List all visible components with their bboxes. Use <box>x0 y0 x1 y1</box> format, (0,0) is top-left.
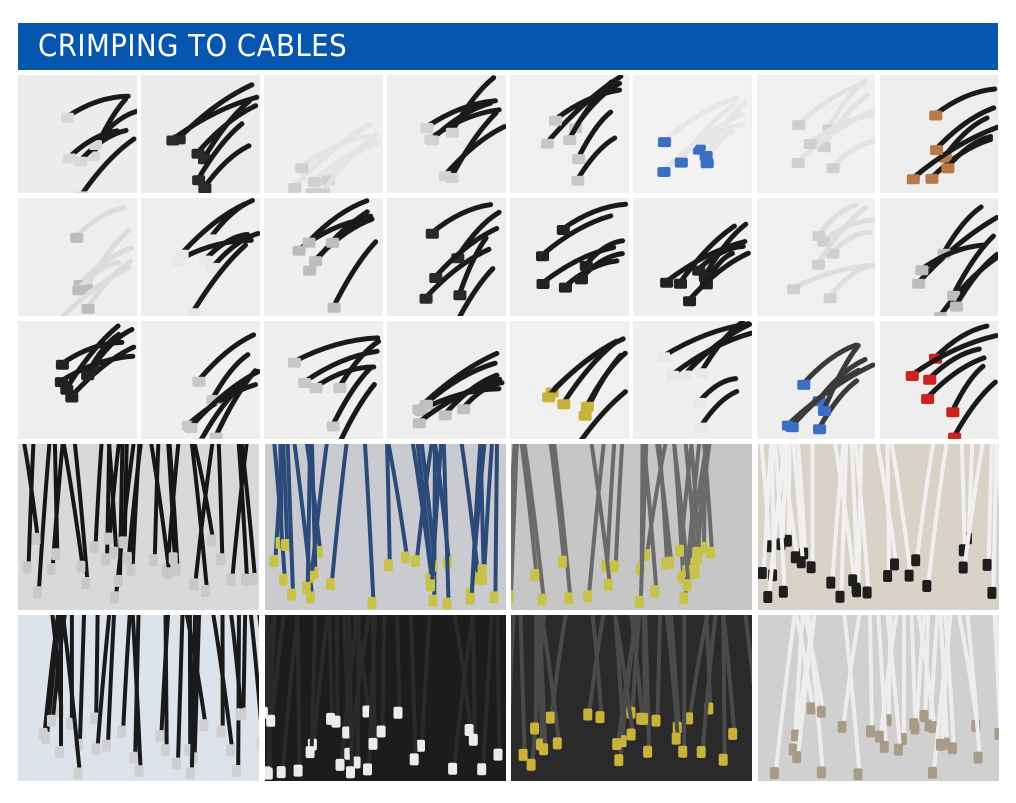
product-photo: white plug inserts with white cables <box>264 75 383 193</box>
product-photo: 2-pin plug inserts with black cables <box>510 75 629 193</box>
product-photo: black IEC sockets with black cables <box>141 75 260 193</box>
product-photo: black euro plugs with cords <box>633 198 752 316</box>
product-photo: black socket housings with cables <box>18 321 137 439</box>
product-photo: colored wires with red ferrules <box>879 321 999 439</box>
product-photo: plug inserts with black cables <box>387 75 506 193</box>
product-photo: 2-pin plug inserts with black cables <box>264 321 383 439</box>
product-photo: white inserts with black cables <box>633 321 752 439</box>
product-photo: pile of black plug inserts <box>18 444 259 610</box>
title-banner: CRIMPING TO CABLES <box>18 23 998 70</box>
product-photo: bundle of black cables with metal termin… <box>18 615 259 781</box>
product-photo: white plug inserts with white cables <box>756 198 876 316</box>
small-photo-grid: euro plug inserts with black cablesblack… <box>18 75 999 439</box>
product-photo: black cables with crimped copper termina… <box>879 75 999 193</box>
product-photo: coiled black cords with DC plugs <box>387 198 506 316</box>
product-photo: pin terminals with black cables <box>387 321 506 439</box>
product-photo: white plug inserts with white cables <box>756 75 876 193</box>
product-photo: black schuko plugs <box>510 198 629 316</box>
product-photo: euro plug inserts with black cables <box>18 75 137 193</box>
large-photo-grid: pile of black plug insertsbundle of colo… <box>18 444 1000 781</box>
product-photo: gray cables with stripped colored wires <box>756 321 876 439</box>
product-photo: white cables with metal plug inserts <box>758 615 1000 781</box>
product-photo: white inserts with black cables <box>141 198 260 316</box>
product-photo: stripped white cables with blue wires <box>633 75 752 193</box>
product-photo: white plug inserts on black cables <box>264 615 506 781</box>
product-photo: crimped terminals with black cables <box>879 198 999 316</box>
product-photo: stripped black cables with colored wires <box>510 321 629 439</box>
product-photo: dense bundle of colored wires <box>511 615 753 781</box>
product-photo: plug pins with white cables <box>18 198 137 316</box>
product-photo: bundle of colored wires with terminals <box>264 444 506 610</box>
product-photo: crimped terminals with black cables <box>264 198 383 316</box>
page-title: CRIMPING TO CABLES <box>38 29 348 64</box>
product-photo: gray cables with colored wire ends <box>511 444 753 610</box>
product-photo: 2-pin plug inserts with black cables <box>141 321 260 439</box>
product-photo: white cables with black plug ends <box>758 444 1000 610</box>
